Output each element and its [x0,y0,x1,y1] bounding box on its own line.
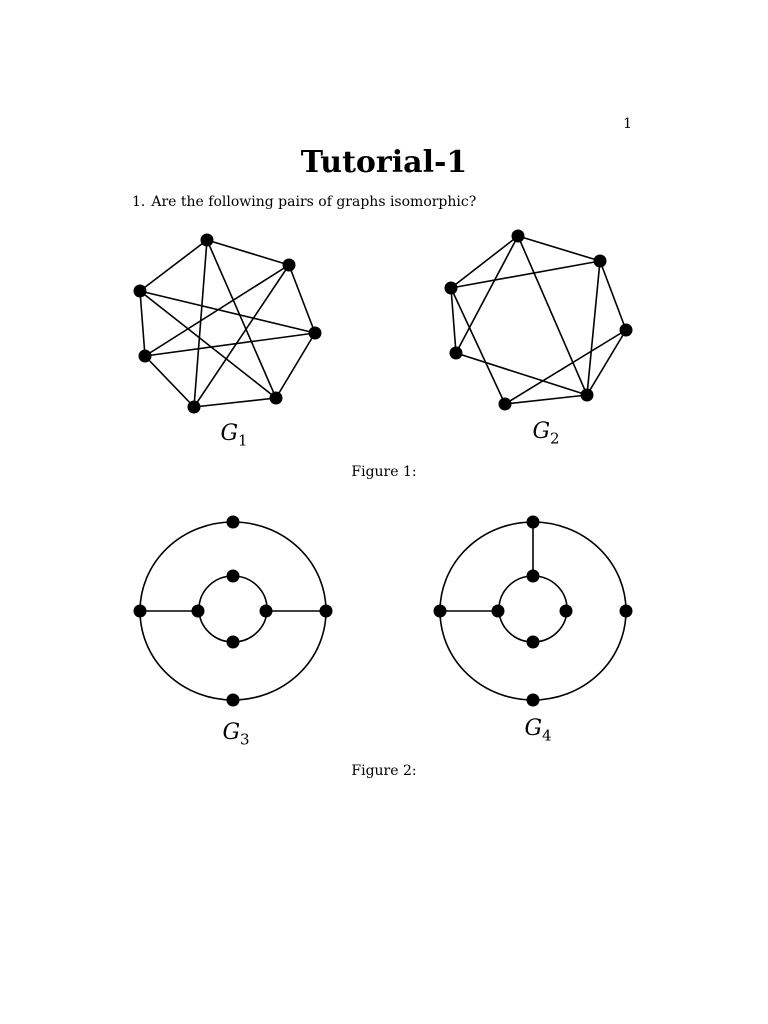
g1-edge [206,239,290,266]
g2-vertex [619,323,633,337]
g1-edge [144,332,316,357]
g4-vertices [433,515,633,707]
g1-edge [139,290,277,399]
g1-vertex [269,391,283,405]
g4-vertex [491,604,505,618]
g1-vertices [133,233,322,414]
page-title: Tutorial-1 [300,145,468,180]
g4-vertex [433,604,447,618]
g1-edge [275,332,316,399]
question-text: Are the following pairs of graphs isomor… [151,194,477,210]
g2-edge [586,329,627,396]
g1-edge [139,290,146,357]
g2-edge [455,235,519,354]
label-g2-letter: G [532,419,551,444]
g2-edge [450,235,519,289]
label-g3-letter: G [222,720,241,745]
g1-vertex [200,233,214,247]
g1-edge [144,264,290,357]
label-g4-letter: G [524,716,543,741]
g1-edge [206,239,277,399]
label-g1: G1 [194,421,274,449]
g1-edge [144,355,195,408]
g2-vertex [498,397,512,411]
g3-vertex [191,604,205,618]
g2-edge [450,260,601,289]
g1-vertex [133,284,147,298]
g1-edges [139,239,316,408]
g1-vertex [308,326,322,340]
g1-vertex [282,258,296,272]
g2-edge [517,235,588,396]
label-g1-subscript: 1 [238,431,248,450]
g1-edge [193,264,290,408]
g4-inner-cycle [498,575,568,643]
g2-vertex [449,346,463,360]
g3-vertex [319,604,333,618]
g2-edge [455,352,588,396]
g3-vertex [226,569,240,583]
g4-vertex [526,515,540,529]
g2-edge [586,260,601,396]
question-1: 1. Are the following pairs of graphs isom… [132,194,476,210]
g3-vertex [226,515,240,529]
g2-vertex [511,229,525,243]
g2-vertex [444,281,458,295]
g4-vertex [526,635,540,649]
figure-2-caption: Figure 2: [351,763,417,779]
label-g4: G4 [498,716,578,744]
g1-vertex [138,349,152,363]
g2-edge [450,287,506,405]
g3-vertices [133,515,333,707]
label-g2: G2 [506,419,586,447]
g2-edge [504,329,627,405]
question-number: 1. [132,194,146,210]
g1-edge [139,290,316,334]
g4-vertex [559,604,573,618]
g2-vertex [593,254,607,268]
g4-vertex [526,693,540,707]
label-g3-subscript: 3 [240,730,250,749]
page-number: 1 [623,116,632,132]
label-g1-letter: G [220,421,239,446]
g3-vertex [259,604,273,618]
g3-vertex [226,693,240,707]
g3-vertex [133,604,147,618]
g1-edge [288,264,316,334]
g2-edge [517,235,601,262]
g2-edge [504,394,588,405]
label-g2-subscript: 2 [550,429,560,448]
g3-vertex [226,635,240,649]
label-g3: G3 [196,720,276,748]
label-g4-subscript: 4 [542,726,552,745]
g1-edge [139,239,208,292]
g1-edge [193,397,277,408]
g2-edge [599,260,627,331]
g2-edge [450,287,457,354]
g1-vertex [187,400,201,414]
g2-edges [450,235,627,405]
g4-vertex [619,604,633,618]
g2-vertex [580,388,594,402]
g1-edge [193,239,208,408]
figure-1-caption: Figure 1: [351,464,417,480]
g4-vertex [526,569,540,583]
g2-vertices [444,229,633,411]
